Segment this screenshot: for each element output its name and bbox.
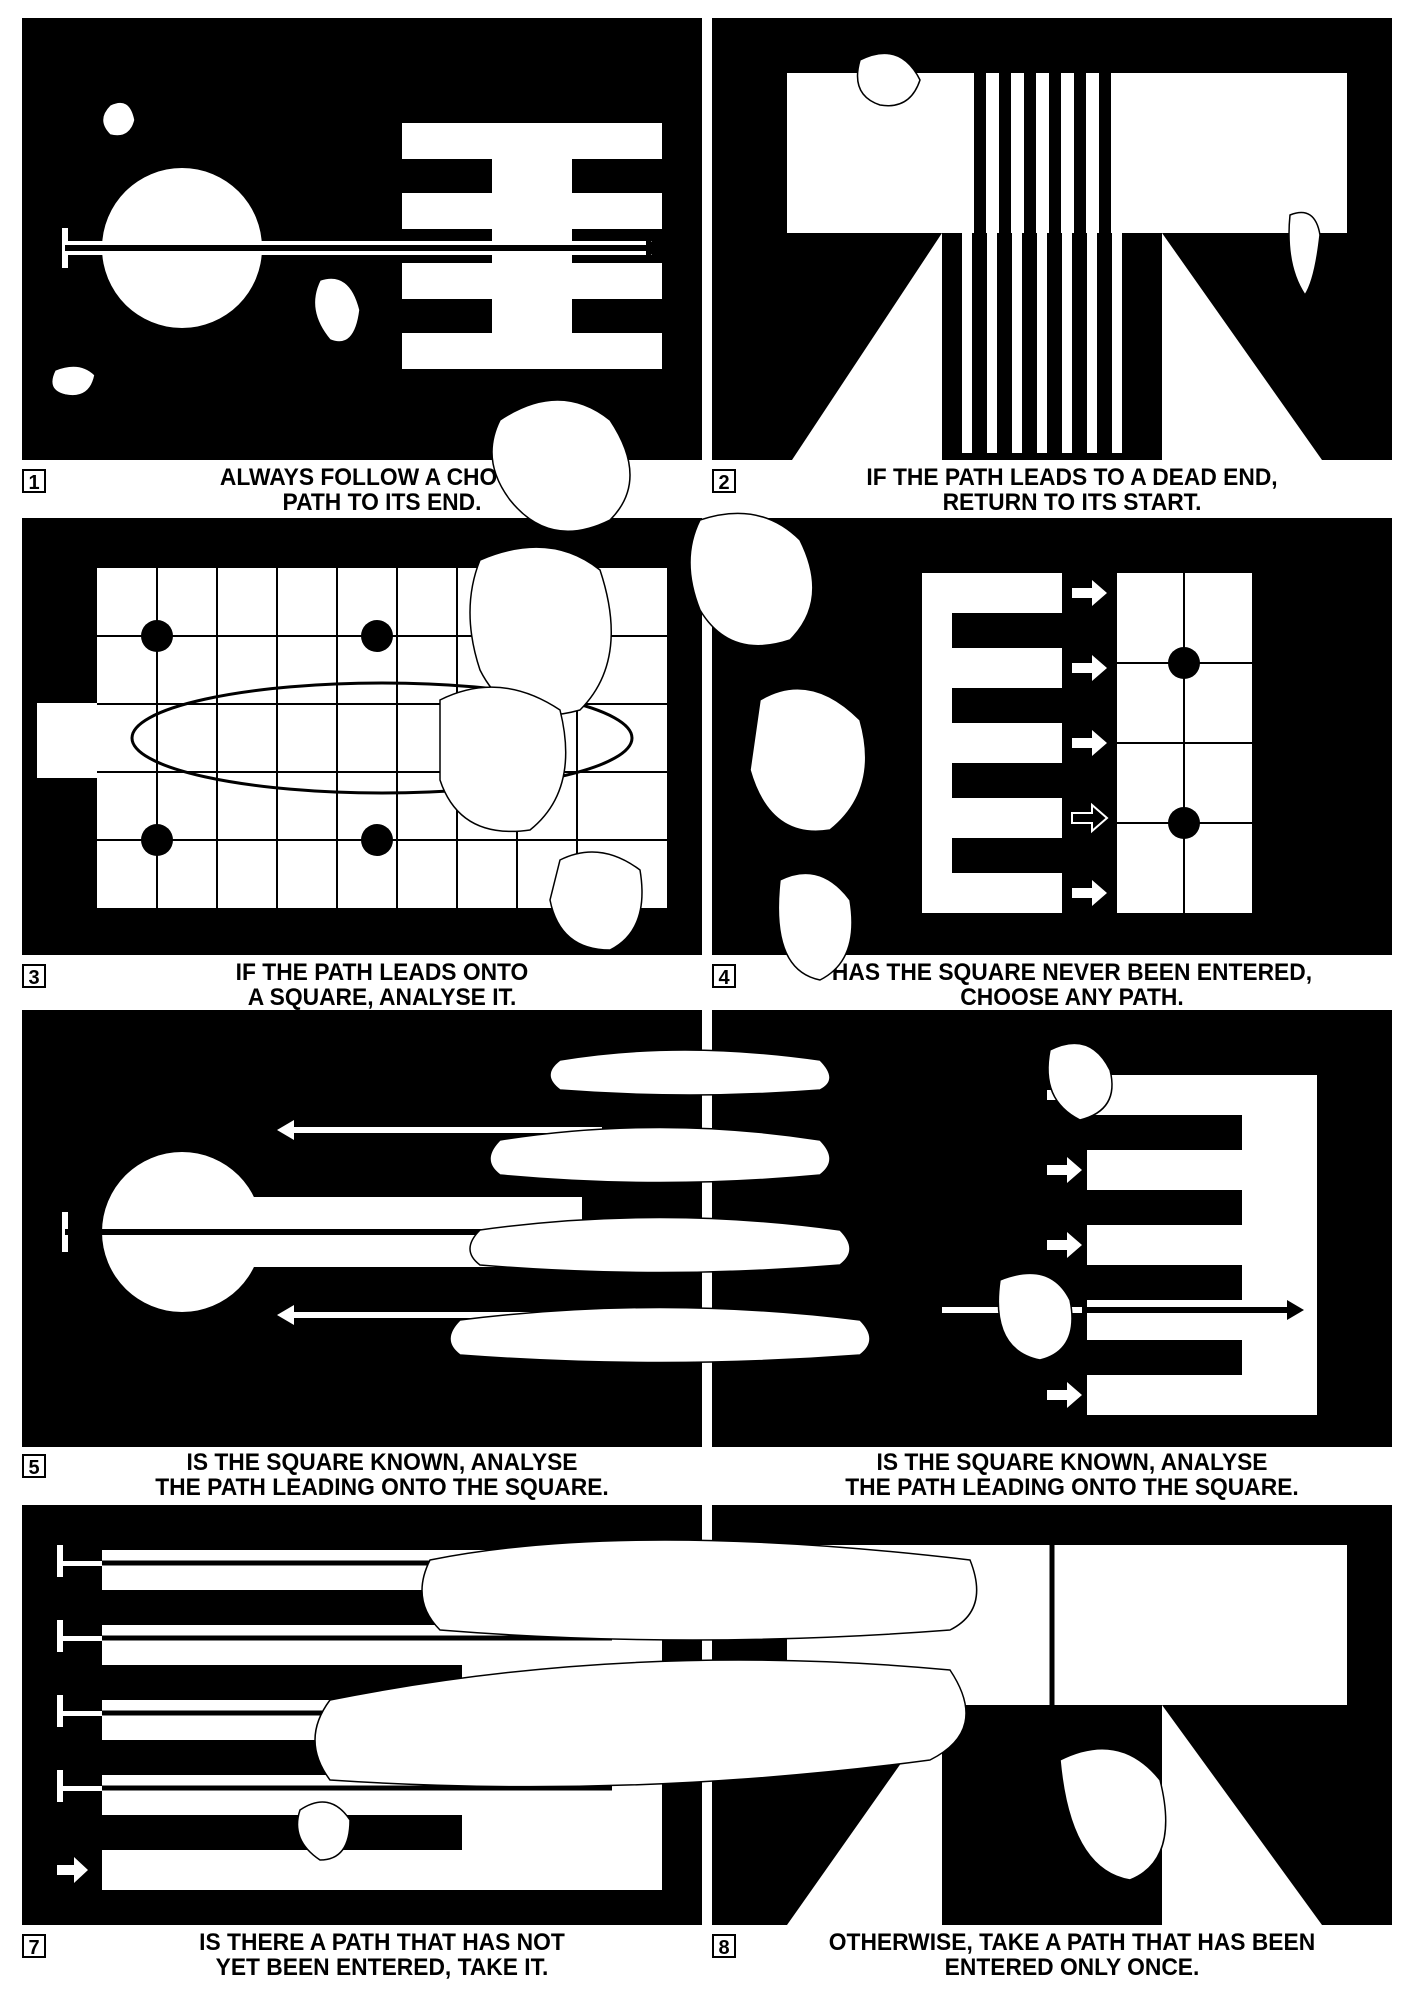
panel-7 (22, 1505, 702, 1925)
caption-line: A SQUARE, ANALYSE IT. (247, 984, 517, 1011)
panel-7-graphic (57, 1545, 662, 1890)
panel-2 (712, 18, 1392, 460)
caption-line: IS THERE A PATH THAT HAS NOT (199, 1929, 565, 1956)
caption-4: 4 HAS THE SQUARE NEVER BEEN ENTERED,CHOO… (712, 960, 1392, 1012)
panel-1-graphic (62, 123, 662, 369)
caption-2: 2 IF THE PATH LEADS TO A DEAD END,RETURN… (712, 465, 1392, 517)
caption-line: IF THE PATH LEADS ONTO (235, 959, 529, 986)
panel-2-graphic (787, 73, 1347, 460)
panel-5 (22, 1010, 702, 1447)
caption-line: ENTERED ONLY ONCE. (944, 1954, 1200, 1981)
caption-line: YET BEEN ENTERED, TAKE IT. (215, 1954, 549, 1981)
caption-line: CHOOSE ANY PATH. (960, 984, 1184, 1011)
panel-4 (712, 518, 1392, 955)
panel-3-graphic (37, 568, 667, 908)
panel-number: 2 (712, 469, 736, 494)
panel-1 (22, 18, 702, 460)
panel-6 (712, 1010, 1392, 1447)
caption-line: IF THE PATH LEADS TO A DEAD END, (866, 464, 1278, 491)
caption-line: PATH TO ITS END. (282, 489, 482, 516)
panel-3 (22, 518, 702, 955)
caption-line: OTHERWISE, TAKE A PATH THAT HAS BEEN (828, 1929, 1316, 1956)
panel-number: 5 (22, 1454, 46, 1479)
panel-number: 4 (712, 964, 736, 989)
caption-line: IS THE SQUARE KNOWN, ANALYSE (186, 1449, 578, 1476)
caption-line: IS THE SQUARE KNOWN, ANALYSE (876, 1449, 1268, 1476)
panel-number: 3 (22, 964, 46, 989)
panel-8 (712, 1505, 1392, 1925)
caption-line: RETURN TO ITS START. (942, 489, 1202, 516)
panel-5-graphic (62, 1120, 602, 1325)
panel-8-graphic (787, 1545, 1347, 1925)
panel-number: 8 (712, 1934, 736, 1959)
caption-line: ALWAYS FOLLOW A CHOSEN (219, 464, 545, 491)
caption-line: THE PATH LEADING ONTO THE SQUARE. (845, 1474, 1299, 1501)
caption-line: HAS THE SQUARE NEVER BEEN ENTERED, (831, 959, 1313, 986)
panel-number: 7 (22, 1934, 46, 1959)
panel-4-graphic (922, 573, 1252, 913)
caption-line: THE PATH LEADING ONTO THE SQUARE. (155, 1474, 609, 1501)
panel-number: 1 (22, 469, 46, 494)
panel-6-graphic (942, 1075, 1317, 1415)
